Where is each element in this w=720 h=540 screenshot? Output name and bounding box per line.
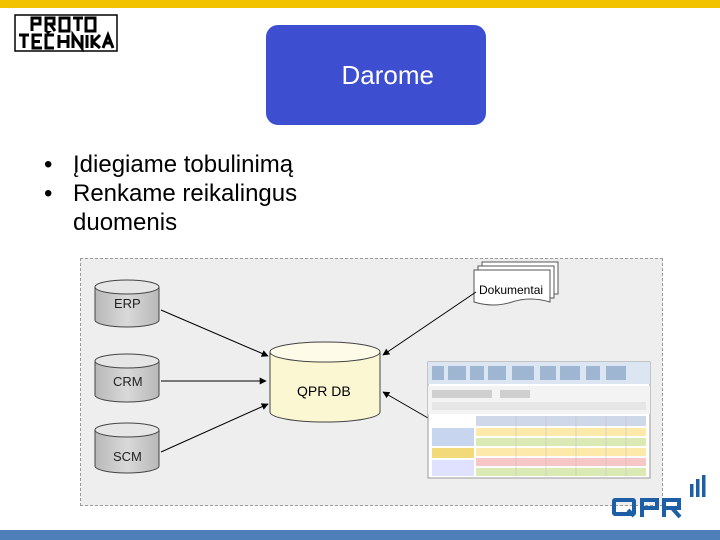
bullet-dot: • [44,180,53,207]
slide-title: Darome [266,25,486,125]
erp-label: ERP [114,296,141,311]
erp-to-qpr-arrow [160,309,269,357]
proto-technika-logo [14,14,118,52]
spreadsheet-screenshot-icon [427,361,651,479]
scm-label: SCM [113,449,142,464]
bullet-list: • Įdiegiame tobulinimą • Renkame reikali… [44,150,404,237]
connection-arrows [160,291,477,453]
bullet-text: Įdiegiame tobulinimą [73,151,294,178]
scm-database-icon: SCM [94,422,160,474]
qpr-db-label: QPR DB [297,383,351,399]
crm-database-icon: CRM [94,353,160,403]
scm-to-qpr-arrow [160,403,269,453]
qpr-logo [612,475,706,519]
bottom-accent-bar [0,530,720,540]
documents-icon: Dokumentai [473,261,559,306]
bullet-item: • Įdiegiame tobulinimą [44,150,404,179]
bullet-text: Renkame reikalingus duomenis [73,180,298,236]
erp-database-icon: ERP [94,279,160,328]
documents-to-qpr-arrow [382,291,477,356]
screenshot-to-qpr-arrow [382,391,429,419]
qpr-db-database-icon: QPR DB [269,341,381,423]
bullet-item: • Renkame reikalingus duomenis [44,179,404,237]
bullet-dot: • [44,151,53,178]
documents-label: Dokumentai [479,283,543,297]
top-accent-bar [0,0,720,8]
crm-label: CRM [113,374,143,389]
